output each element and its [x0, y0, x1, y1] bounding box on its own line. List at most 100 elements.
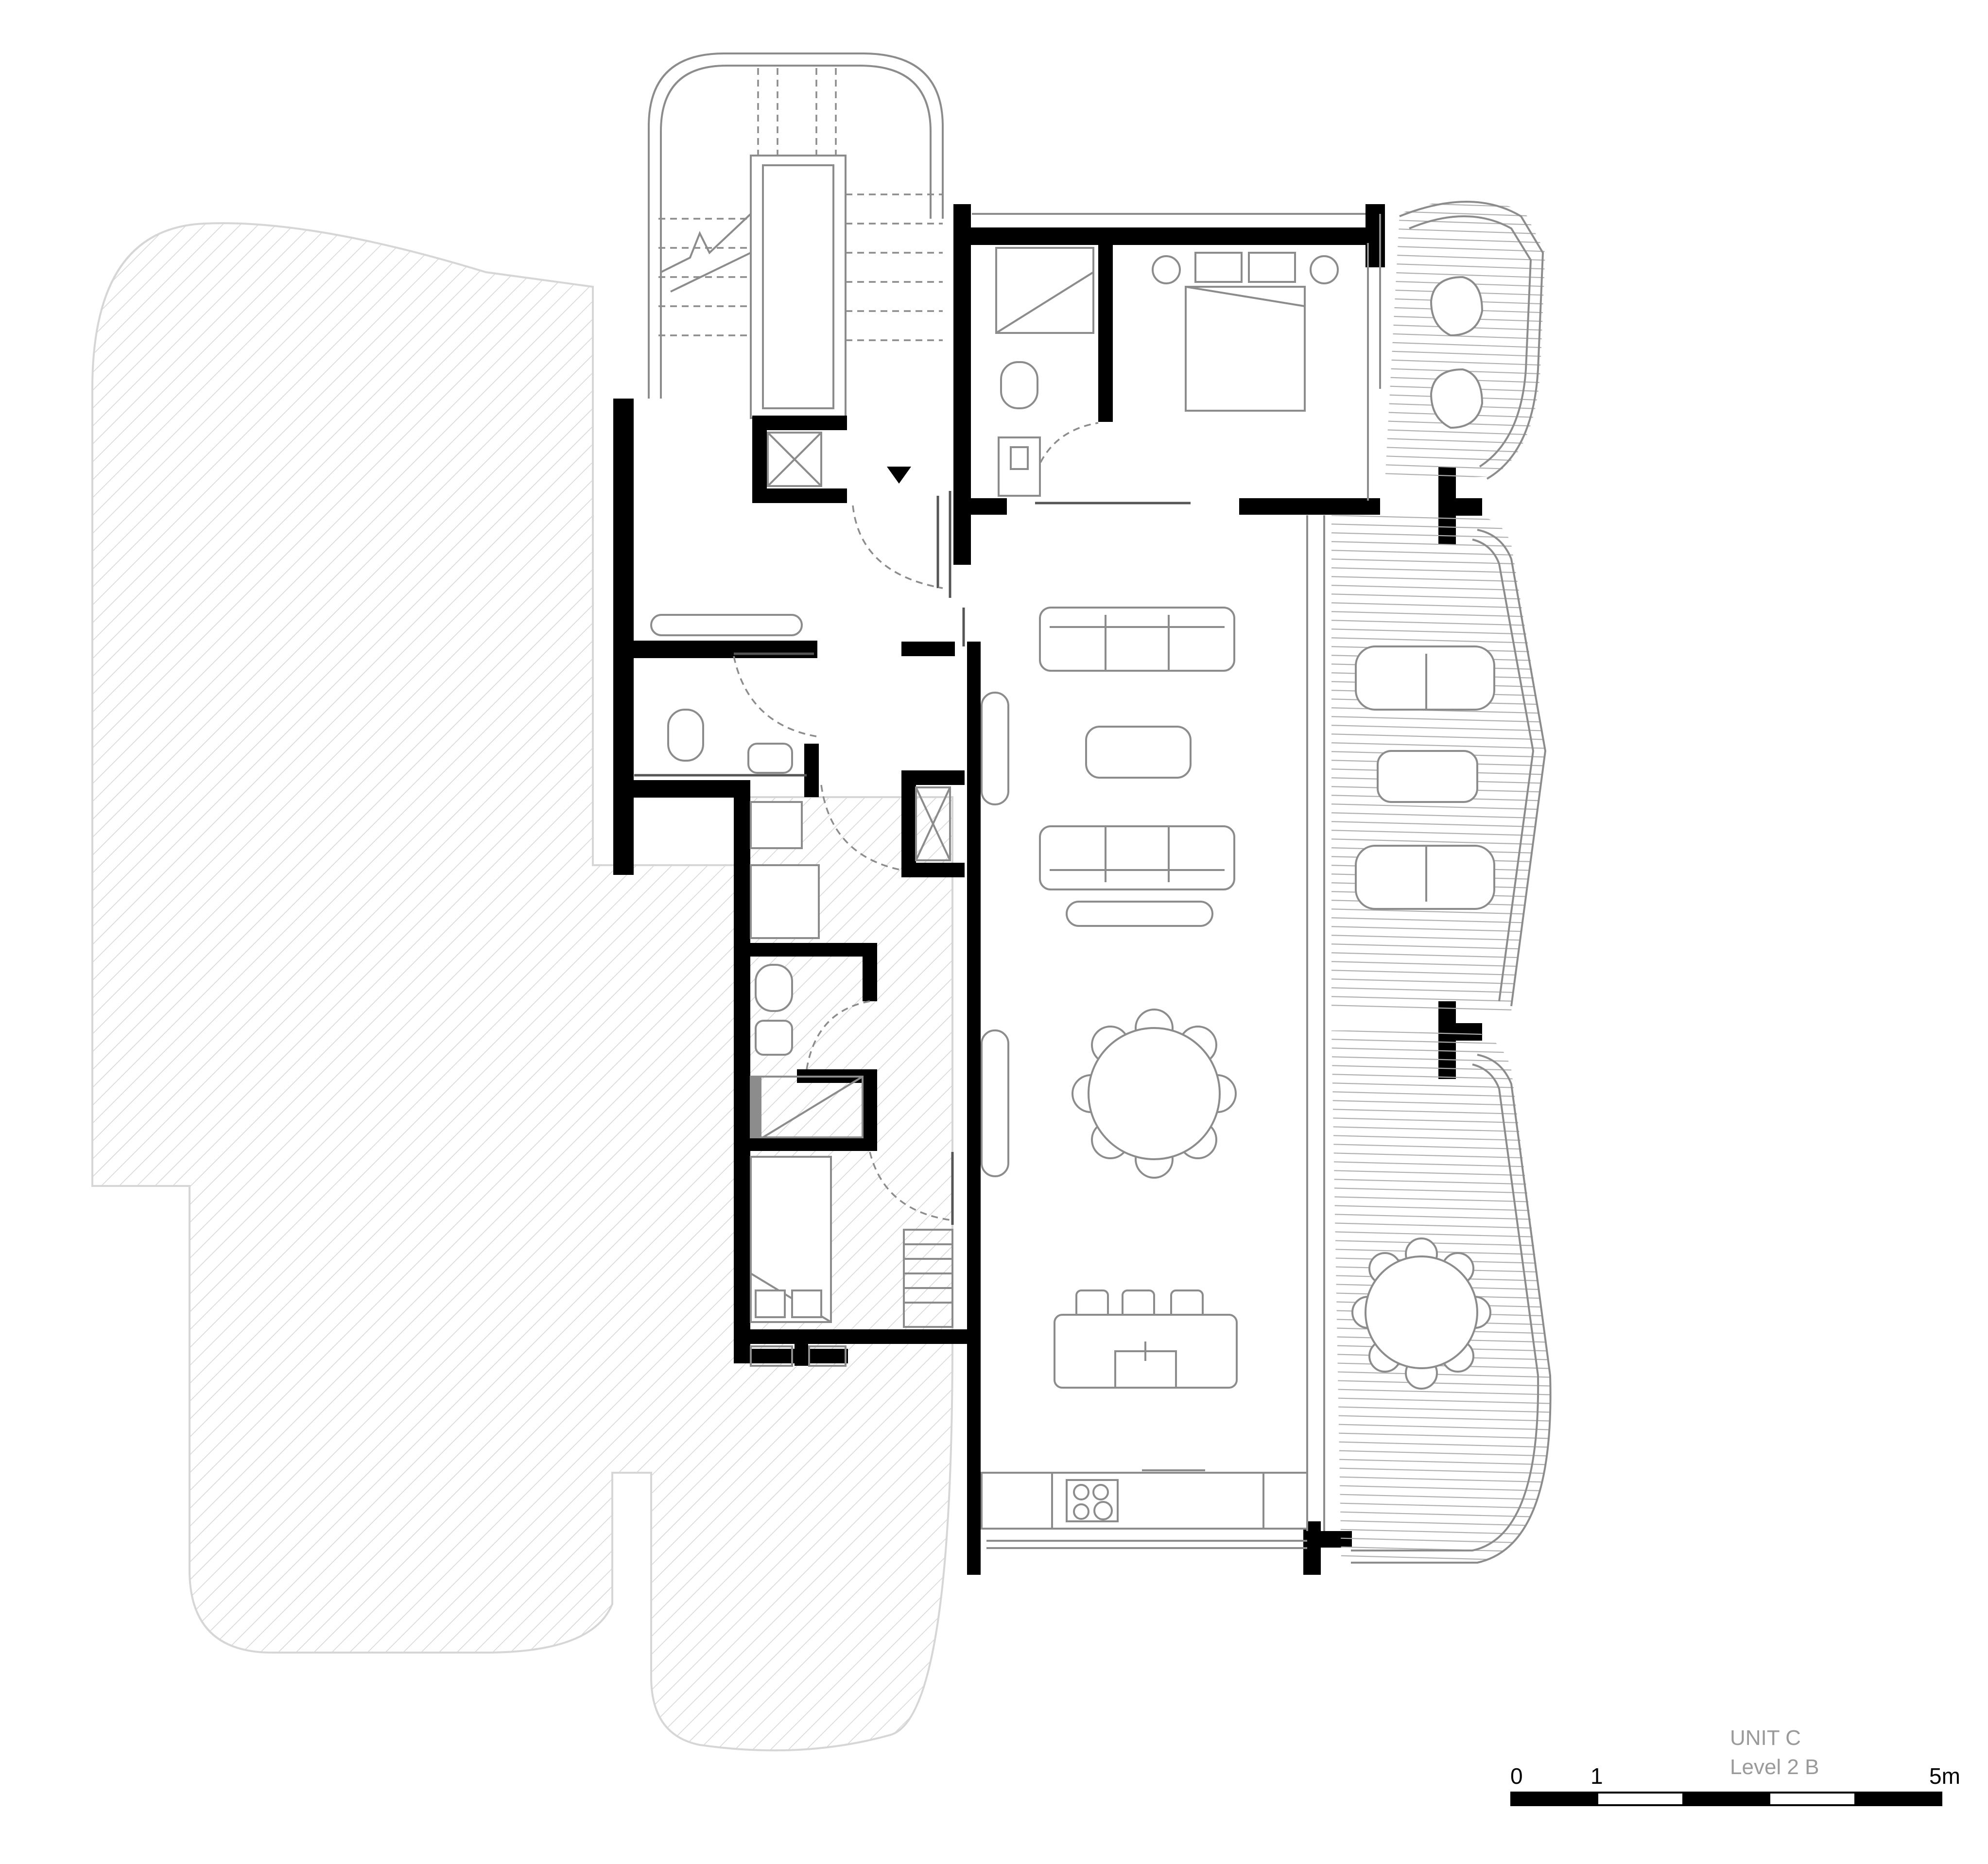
deck-board: [1380, 482, 1555, 488]
scale-label-1: 1: [1590, 1763, 1603, 1789]
deck-board: [1331, 1178, 1551, 1186]
deck-board: [1331, 1397, 1551, 1405]
deck-board: [1331, 978, 1545, 986]
deck-board: [1331, 1502, 1551, 1510]
deck-board: [1385, 201, 1545, 209]
powder-room-fixtures: [634, 709, 807, 777]
deck-board: [1331, 637, 1545, 645]
deck-board: [1331, 1449, 1551, 1457]
living-room-furniture: [981, 607, 1235, 1177]
deck-board: [1385, 262, 1545, 270]
deck-board: [1331, 1423, 1551, 1431]
deck-board: [1331, 829, 1545, 837]
scale-segment: [1682, 1792, 1770, 1806]
deck-board: [1331, 1537, 1551, 1545]
deck-board: [1331, 1091, 1551, 1098]
deck-board: [1331, 733, 1545, 741]
deck-board: [1385, 332, 1545, 340]
deck-board: [1331, 960, 1545, 968]
bedroom2-furniture: [750, 1156, 953, 1328]
deck-board: [1331, 1248, 1551, 1256]
deck-board: [1331, 812, 1545, 819]
scale-segment: [1510, 1792, 1598, 1806]
deck-board: [1331, 593, 1545, 601]
deck-board: [1385, 341, 1545, 349]
scale-segment: [1768, 1792, 1856, 1806]
deck-board: [1331, 1554, 1551, 1560]
scale-bar: 0 1 5m: [1510, 1763, 1960, 1806]
deck-board: [1331, 1204, 1551, 1212]
deck-board: [1331, 1458, 1551, 1466]
deck-board: [1331, 558, 1545, 566]
deck-board: [1331, 1187, 1551, 1195]
deck-board: [1331, 619, 1545, 627]
deck-board: [1331, 742, 1545, 749]
deck-board: [1331, 575, 1545, 583]
deck-board: [1331, 952, 1545, 959]
deck-board: [1385, 227, 1545, 235]
deck-board: [1331, 969, 1545, 977]
scale-label-5m: 5m: [1929, 1763, 1960, 1789]
deck-board: [1331, 1161, 1551, 1168]
deck-board: [1331, 820, 1545, 828]
deck-board: [1331, 584, 1545, 592]
scale-segment: [1854, 1792, 1942, 1806]
deck-board: [1331, 549, 1545, 557]
kitchen: [981, 1289, 1308, 1530]
deck-board: [1385, 472, 1545, 480]
deck-board: [1331, 1371, 1551, 1378]
deck-board: [1331, 987, 1545, 994]
deck-board: [1385, 455, 1545, 463]
deck-board: [1331, 1196, 1551, 1203]
deck-board: [1331, 934, 1545, 942]
deck-board: [1385, 437, 1545, 445]
deck-board: [1385, 429, 1545, 436]
deck-board: [1385, 236, 1545, 244]
deck-board: [1380, 185, 1555, 191]
deck-board: [1331, 1082, 1551, 1090]
deck-board: [1331, 1406, 1551, 1413]
deck-board: [1331, 1222, 1551, 1230]
deck-board: [1331, 803, 1545, 811]
deck-board: [1331, 724, 1545, 732]
deck-board: [1385, 254, 1545, 261]
bathroom-fixtures: [750, 964, 864, 1138]
deck-board: [1331, 1388, 1551, 1396]
deck-board: [1331, 1467, 1551, 1475]
deck-board: [1331, 1108, 1551, 1116]
deck-board: [1331, 1126, 1551, 1133]
deck-board: [1331, 1134, 1551, 1142]
deck-board: [1385, 350, 1545, 358]
deck-board: [1331, 943, 1545, 951]
service-ducts: [750, 432, 951, 1367]
dining-table: [1072, 1009, 1237, 1179]
deck-board: [1331, 1362, 1551, 1370]
deck-board: [1385, 464, 1545, 471]
deck-board: [1385, 271, 1545, 279]
deck-board: [1331, 1414, 1551, 1422]
bed: [1152, 252, 1339, 412]
deck-board: [1385, 245, 1545, 253]
deck-board: [1331, 1519, 1551, 1527]
hall-bench: [650, 614, 803, 636]
level-label: Level 2 B: [1730, 1755, 1819, 1779]
deck-board: [1331, 715, 1545, 723]
walls: [613, 204, 1482, 1575]
balcony-furniture: [1351, 276, 1495, 1390]
deck-board: [1331, 1239, 1551, 1247]
scale-label-0: 0: [1510, 1763, 1523, 1789]
deck-board: [1331, 567, 1545, 575]
deck-board: [1385, 359, 1545, 366]
ensuite-fixtures: [995, 247, 1094, 497]
deck-board: [1331, 628, 1545, 636]
deck-board: [1331, 1099, 1551, 1107]
deck-board: [1331, 602, 1545, 610]
deck-board: [1385, 446, 1545, 454]
entry-arrow-icon: [887, 467, 911, 484]
deck-board: [1385, 199, 1545, 200]
laundry-fixtures: [750, 801, 820, 939]
deck-board: [1331, 1117, 1551, 1125]
deck-board: [1331, 1379, 1551, 1387]
deck-board: [1331, 1152, 1551, 1160]
deck-board: [1331, 838, 1545, 846]
